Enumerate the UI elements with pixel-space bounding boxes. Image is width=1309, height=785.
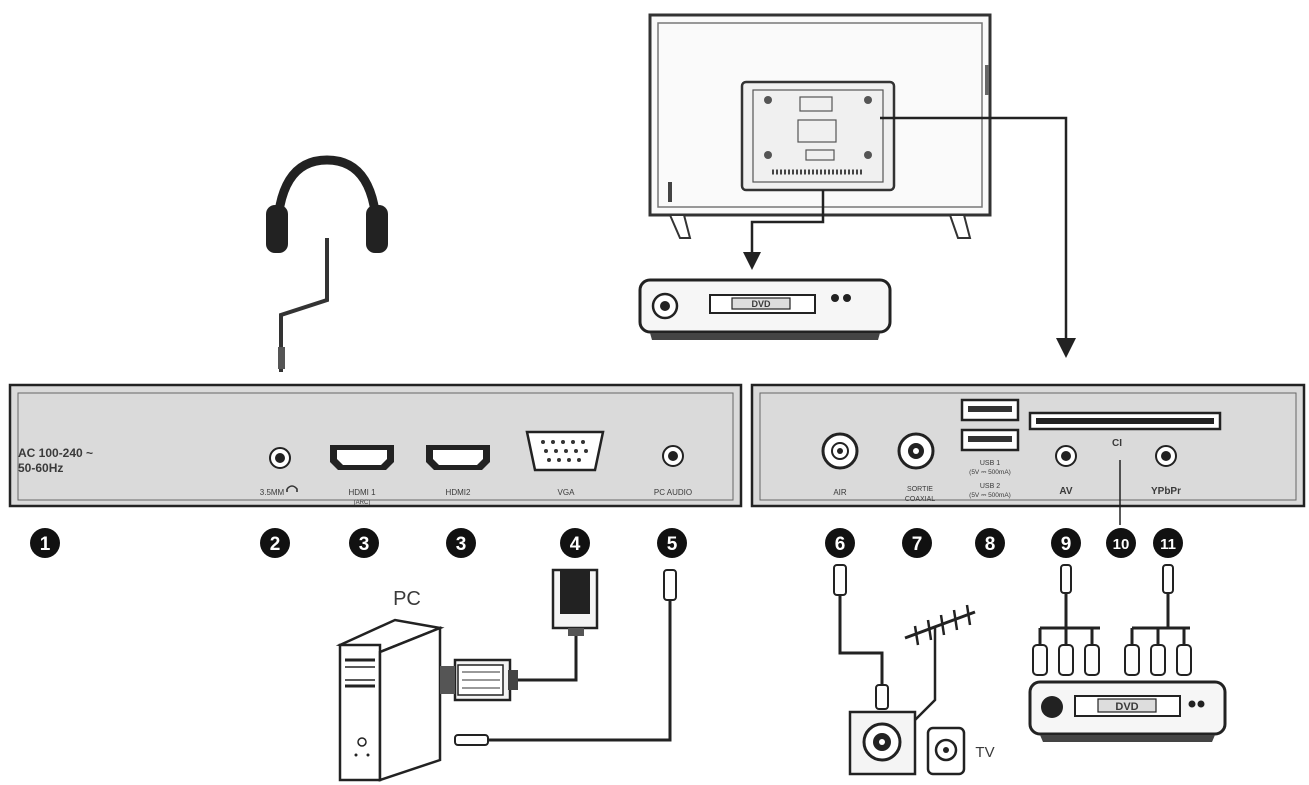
svg-text:9: 9 (1061, 534, 1072, 555)
headphones-icon (266, 155, 388, 372)
antenna-cable (833, 564, 889, 710)
usb1-label-2: (5V ⎓ 500mA) (969, 469, 1011, 476)
marker-9: 9 (1051, 528, 1081, 558)
right-port-panel: AIR SORTIE COAXIAL USB 1 (5V ⎓ 500mA) US… (750, 383, 1306, 508)
pc-tower-icon (335, 618, 445, 782)
marker-8: 8 (975, 528, 1005, 558)
hdmi1-sublabel: (ARC) (354, 500, 371, 506)
marker-2: 2 (260, 528, 290, 558)
tv-antenna-label: TV (975, 744, 994, 761)
vga-cable (440, 568, 599, 702)
dvd-player-top: DVD (638, 278, 892, 340)
air-label: AIR (833, 488, 847, 497)
coaxial-label-1: SORTIE (907, 486, 933, 493)
left-port-panel: AC 100-240 ~ 50-60Hz 3.5MM HDMI 1 (ARC) … (8, 383, 743, 508)
hdmi2-label: HDMI2 (446, 488, 471, 497)
ypbpr-label: YPbPr (1151, 486, 1181, 497)
pc-audio-label: PC AUDIO (654, 488, 692, 497)
marker-1: 1 (30, 528, 60, 558)
ci-label: CI (1112, 438, 1122, 449)
marker-3b: 3 (446, 528, 476, 558)
svg-text:7: 7 (912, 534, 923, 555)
marker-6: 6 (825, 528, 855, 558)
arrow-down-icon (1056, 338, 1076, 358)
svg-text:4: 4 (570, 534, 581, 555)
svg-text:10: 10 (1113, 536, 1130, 553)
antenna-icon (899, 604, 976, 736)
svg-text:2: 2 (270, 534, 281, 555)
usb2-label-1: USB 2 (980, 483, 1000, 490)
marker-5: 5 (657, 528, 687, 558)
svg-text:6: 6 (835, 534, 846, 555)
marker-4: 4 (560, 528, 590, 558)
rca-cables (1032, 564, 1192, 676)
pc-label: PC (393, 588, 421, 610)
vga-label: VGA (558, 488, 576, 497)
wall-socket-icon: TV (848, 710, 995, 776)
dvd-top-label: DVD (751, 299, 771, 309)
usb2-label-2: (5V ⎓ 500mA) (969, 492, 1011, 499)
marker-11: 11 (1153, 528, 1183, 558)
tv-back-view (648, 13, 992, 239)
hdmi1-label: HDMI 1 (348, 488, 376, 497)
svg-text:1: 1 (40, 534, 51, 555)
headphone-label: 3.5MM (260, 488, 285, 497)
av-label: AV (1059, 486, 1072, 497)
svg-text:5: 5 (667, 534, 678, 555)
audio-cable (454, 569, 677, 746)
marker-10: 10 (1106, 528, 1136, 558)
usb1-label-1: USB 1 (980, 460, 1000, 467)
coaxial-label-2: COAXIAL (905, 496, 935, 503)
svg-text:3: 3 (456, 534, 467, 555)
power-label-1: AC 100-240 ~ (18, 446, 93, 460)
svg-text:3: 3 (359, 534, 370, 555)
marker-7: 7 (902, 528, 932, 558)
arrow-down-icon (743, 252, 761, 270)
power-label-2: 50-60Hz (18, 461, 63, 475)
headphone-icon (286, 485, 298, 492)
dvd-bottom-label: DVD (1115, 701, 1138, 713)
svg-text:11: 11 (1160, 536, 1176, 553)
number-markers: 1 2 3 3 4 5 6 7 8 9 10 11 (30, 528, 1183, 558)
marker-3a: 3 (349, 528, 379, 558)
svg-text:8: 8 (985, 534, 996, 555)
dvd-player-bottom: DVD (1028, 680, 1227, 742)
